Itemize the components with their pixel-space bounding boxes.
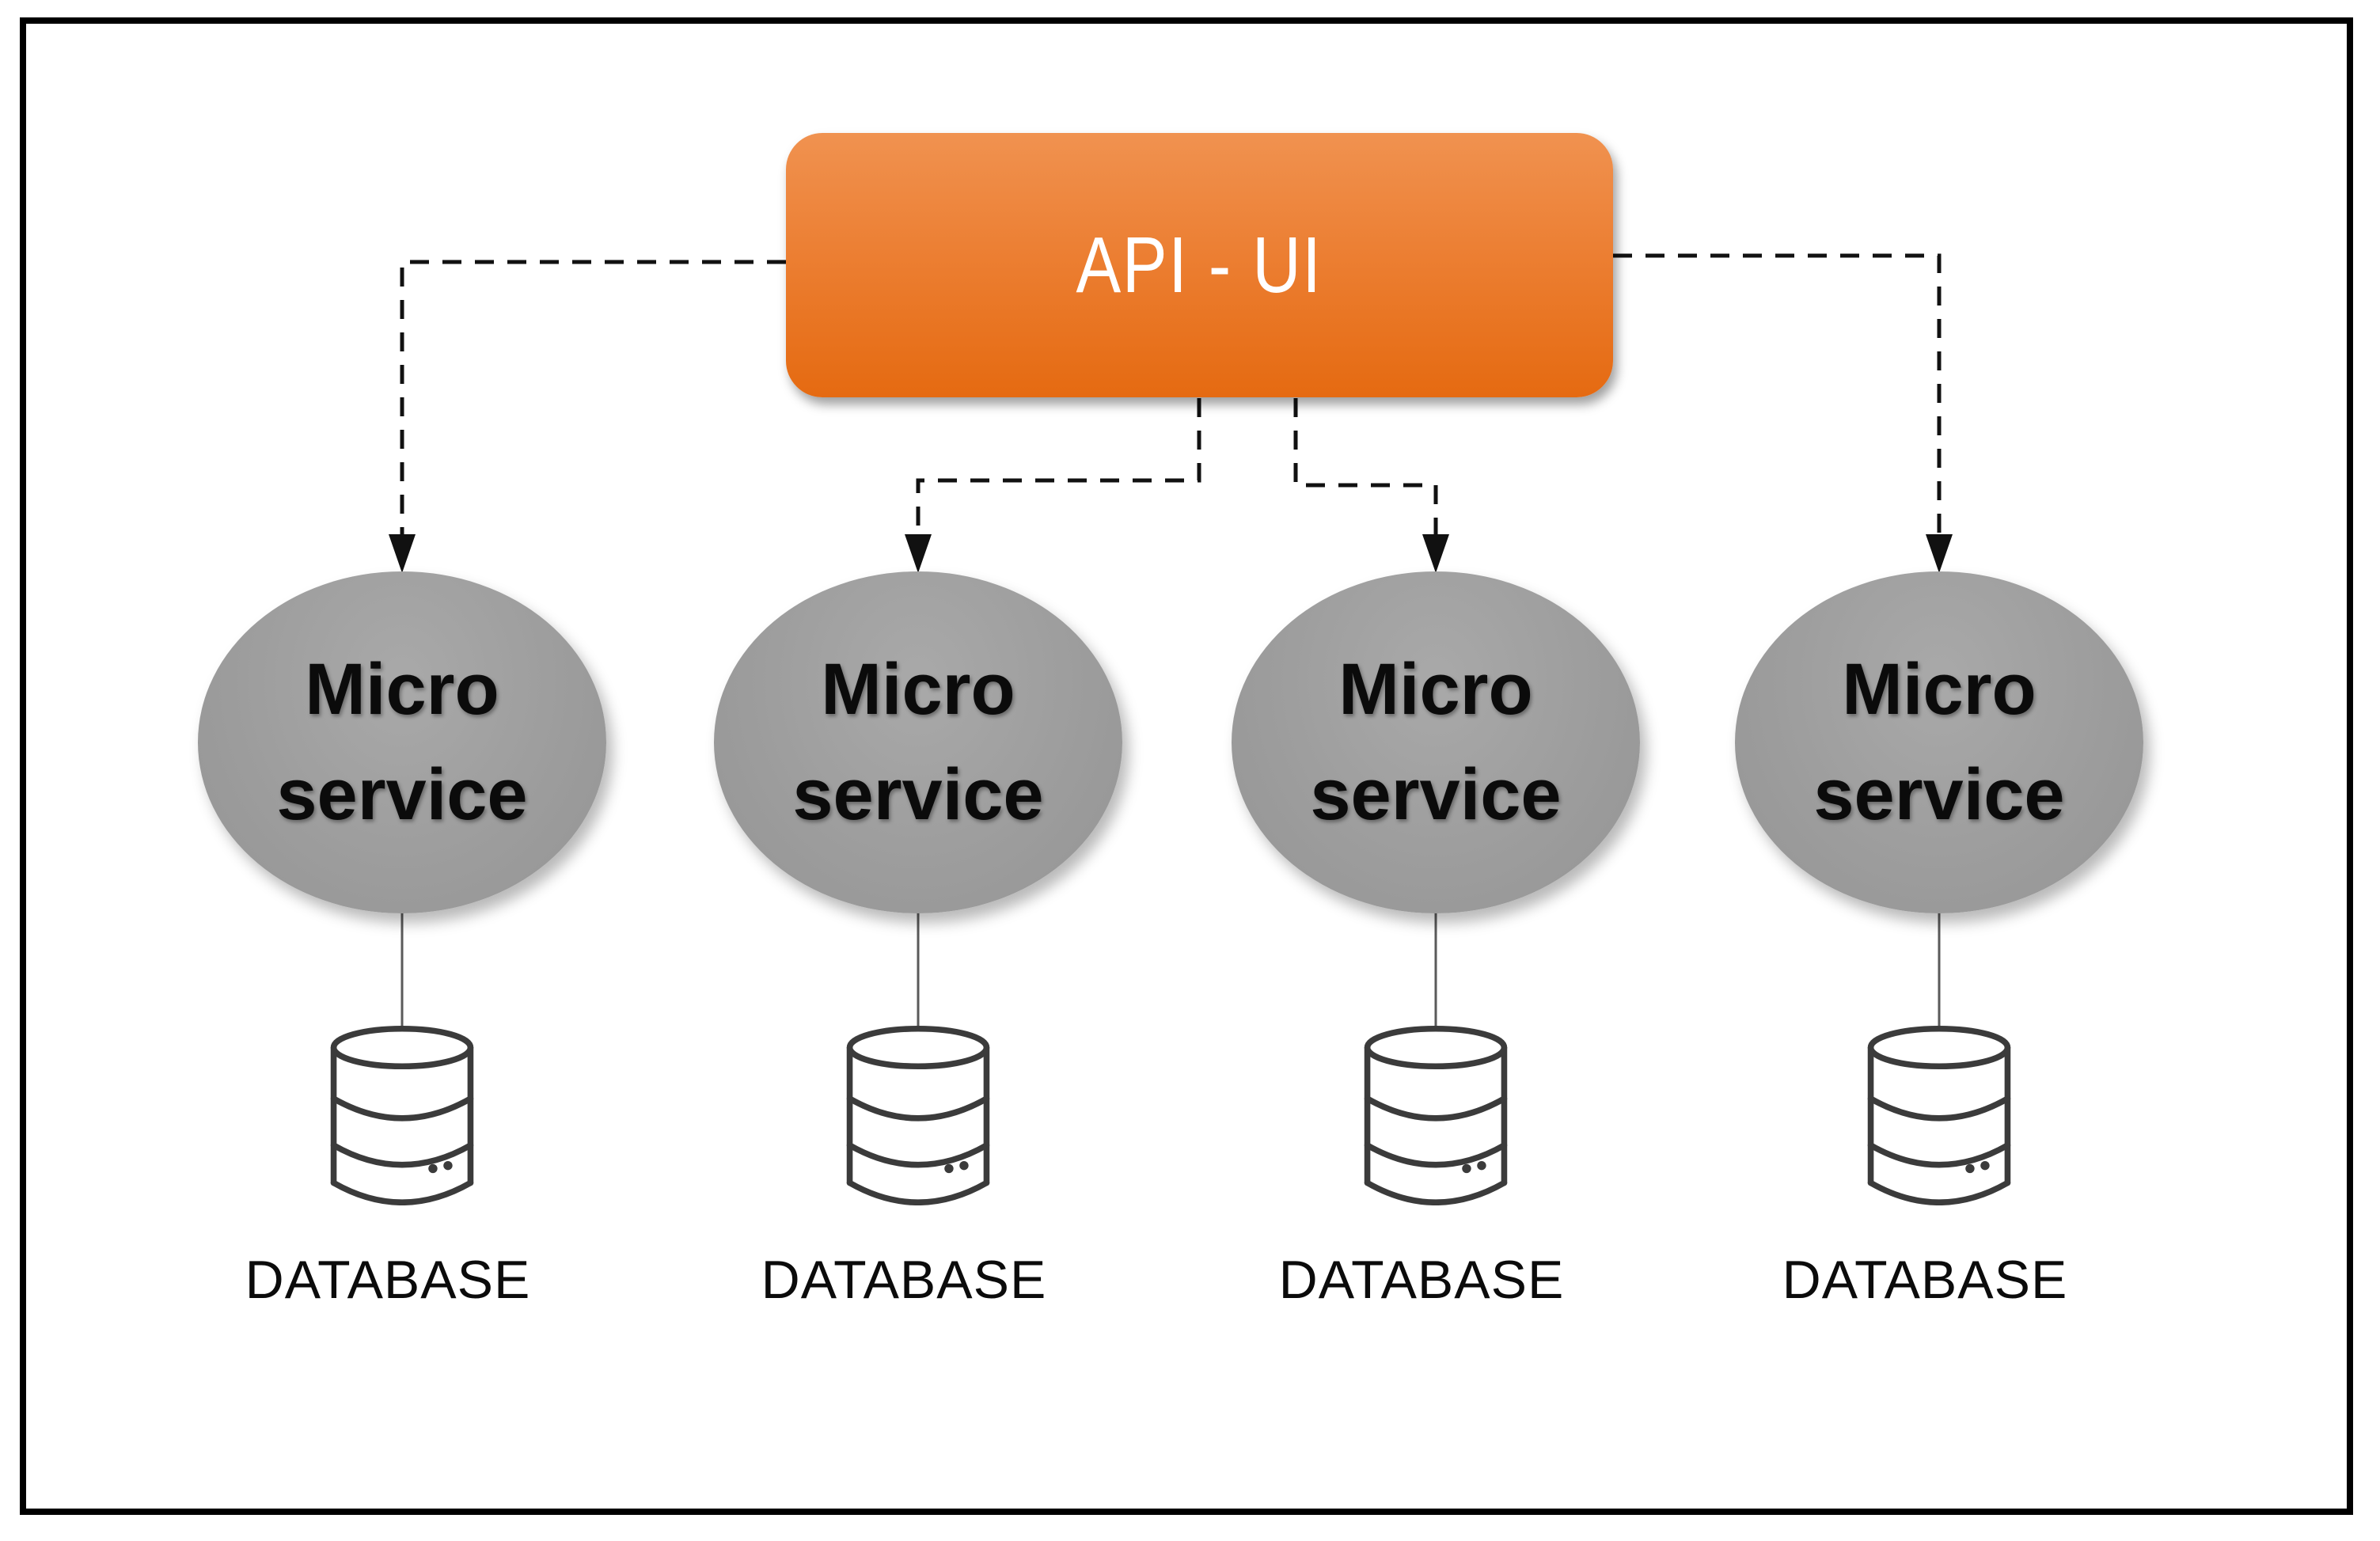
api-to-service-3-connector: [1293, 398, 1438, 535]
microservice-label-line1: Micro: [1338, 649, 1533, 730]
microservice-label: Micro service: [792, 637, 1043, 848]
microservice-label-line1: Micro: [1842, 649, 2036, 730]
api-ui-label: API - UI: [1076, 220, 1323, 309]
database-label: DATABASE: [245, 1250, 531, 1310]
database-label: DATABASE: [761, 1250, 1047, 1310]
api-to-service-1-connector: [400, 260, 786, 535]
diagram-border: [20, 17, 2353, 1515]
microservice-label-line2: service: [1310, 754, 1562, 835]
microservice-node: Micro service: [1232, 571, 1640, 913]
arrow-down-icon: [1422, 534, 1449, 573]
microservice-label-line2: service: [792, 754, 1044, 835]
arrow-down-icon: [1926, 534, 1953, 573]
database-icon: [330, 1025, 474, 1205]
microservice-node: Micro service: [714, 571, 1122, 913]
database-icon: [1364, 1025, 1508, 1205]
microservice-label-line1: Micro: [821, 649, 1015, 730]
microservice-node: Micro service: [1735, 571, 2143, 913]
api-to-service-2-connector: [916, 398, 1201, 535]
microservice-label: Micro service: [276, 637, 527, 848]
arrow-down-icon: [905, 534, 932, 573]
database-icon: [1867, 1025, 2011, 1205]
microservice-label: Micro service: [1813, 637, 2064, 848]
database-label: DATABASE: [1782, 1250, 2068, 1310]
microservice-label-line2: service: [1813, 754, 2065, 835]
microservice-label-line2: service: [276, 754, 528, 835]
database-label: DATABASE: [1278, 1250, 1565, 1310]
database-icon: [846, 1025, 990, 1205]
microservice-label-line1: Micro: [305, 649, 499, 730]
arrow-down-icon: [389, 534, 416, 573]
api-ui-box: API - UI: [786, 133, 1613, 397]
microservice-node: Micro service: [198, 571, 606, 913]
microservice-label: Micro service: [1310, 637, 1561, 848]
api-to-service-4-connector: [1613, 253, 1942, 535]
